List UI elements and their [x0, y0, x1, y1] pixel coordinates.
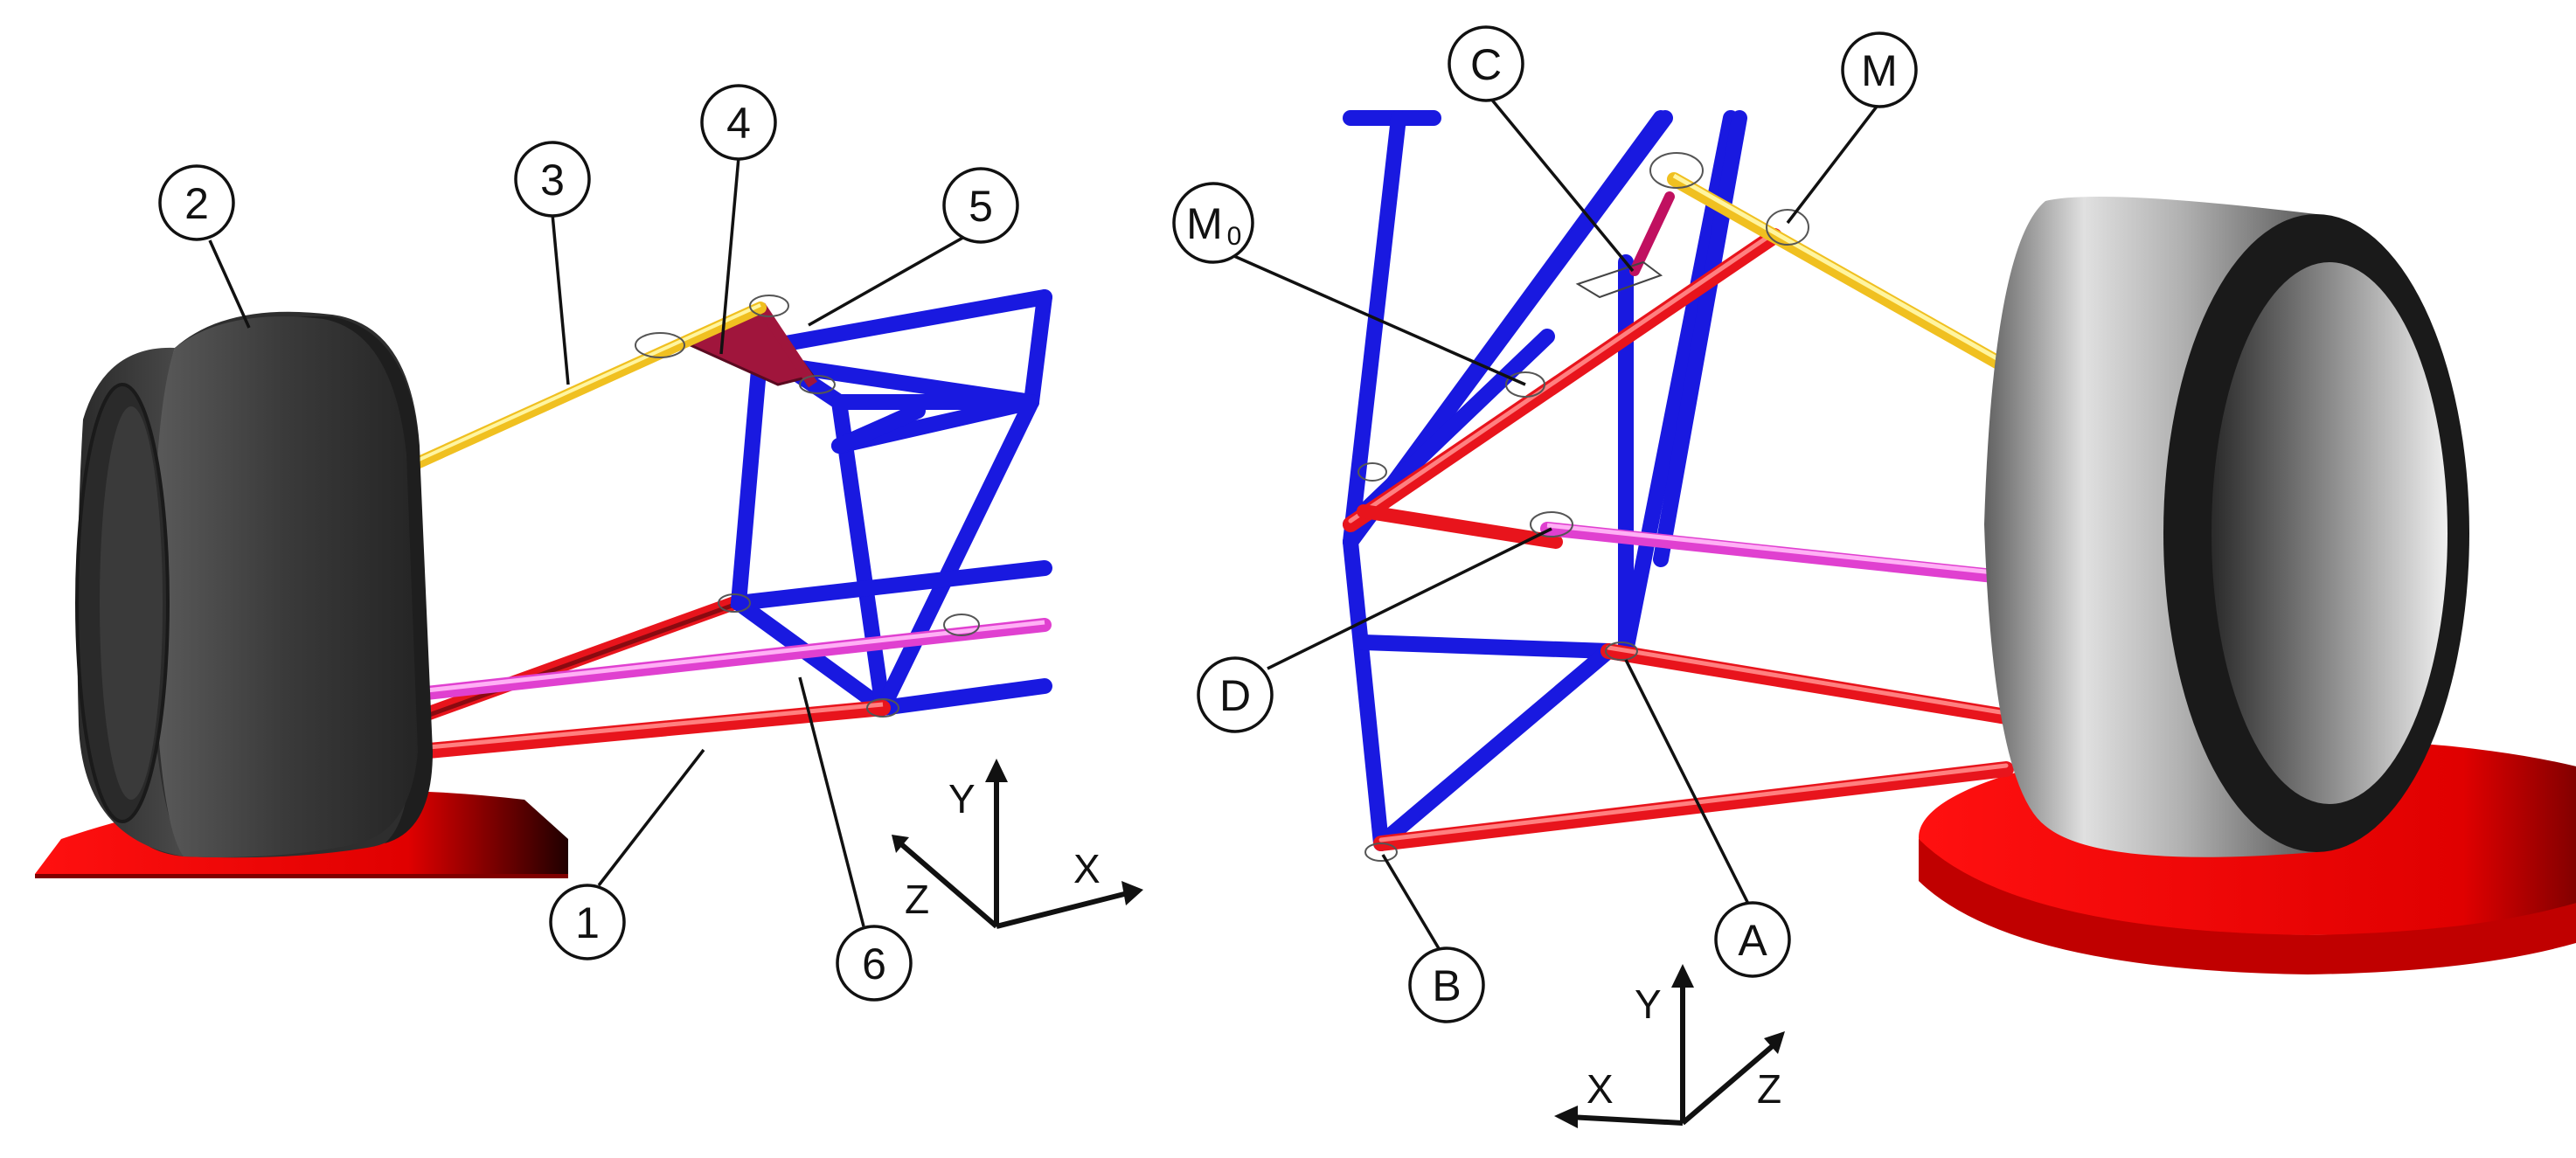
right-axes-triad: Y X Z [1554, 964, 1785, 1128]
callout-M0-subscript: 0 [1227, 222, 1242, 251]
callout-A: A [1714, 901, 1791, 978]
callout-M0-label: M [1186, 199, 1223, 248]
callout-1-label: 1 [575, 898, 600, 947]
callout-6: 6 [836, 925, 913, 1002]
callout-2: 2 [158, 164, 235, 241]
callout-M0: M 0 [1172, 182, 1254, 264]
left-axis-y-label: Y [948, 776, 976, 822]
left-axis-x-label: X [1073, 846, 1101, 891]
callout-M: M [1841, 31, 1918, 108]
left-leader-lines [208, 156, 967, 927]
left-tie-rod [404, 618, 1052, 702]
right-rocker [1629, 191, 1675, 276]
callout-B: B [1408, 947, 1485, 1023]
right-leader-lines [1227, 96, 1881, 955]
right-push-rod [1667, 172, 2013, 374]
right-joints [1357, 152, 1809, 862]
right-lower-arms [1343, 228, 2014, 851]
left-joints [635, 295, 980, 718]
callout-4-label: 4 [726, 99, 751, 148]
right-axis-z-label: Z [1757, 1066, 1781, 1112]
callout-5-label: 5 [969, 182, 993, 231]
callout-B-label: B [1432, 961, 1461, 1010]
left-view: Y X Z 1 2 3 4 [35, 84, 1143, 1002]
right-axis-x-label: X [1587, 1066, 1614, 1112]
left-push-rod [392, 302, 767, 478]
right-tire [1984, 197, 2469, 857]
left-axis-z-label: Z [905, 877, 929, 922]
right-axis-y-label: Y [1635, 981, 1662, 1027]
left-lower-arm-rear [413, 596, 741, 724]
left-axes-triad: Y X Z [892, 759, 1143, 929]
callout-3: 3 [514, 141, 591, 218]
callout-3-label: 3 [540, 156, 565, 205]
callout-D: D [1197, 656, 1274, 733]
callout-D-label: D [1219, 671, 1251, 720]
callout-A-label: A [1738, 916, 1767, 965]
right-tie-rod [1540, 522, 2009, 584]
callout-M-label: M [1861, 46, 1898, 95]
right-view: Y X Z C M M 0 D [1172, 25, 2576, 1128]
callout-2-label: 2 [184, 179, 209, 228]
left-lower-arm-front [412, 700, 891, 759]
callout-C: C [1448, 25, 1524, 102]
callout-C-label: C [1470, 40, 1502, 89]
callout-1: 1 [549, 884, 626, 960]
left-frame [730, 289, 1052, 716]
callout-5: 5 [942, 167, 1019, 244]
callout-4: 4 [700, 84, 777, 161]
right-frame [1343, 110, 1747, 851]
callout-6-label: 6 [862, 940, 886, 988]
left-tire [75, 311, 433, 858]
